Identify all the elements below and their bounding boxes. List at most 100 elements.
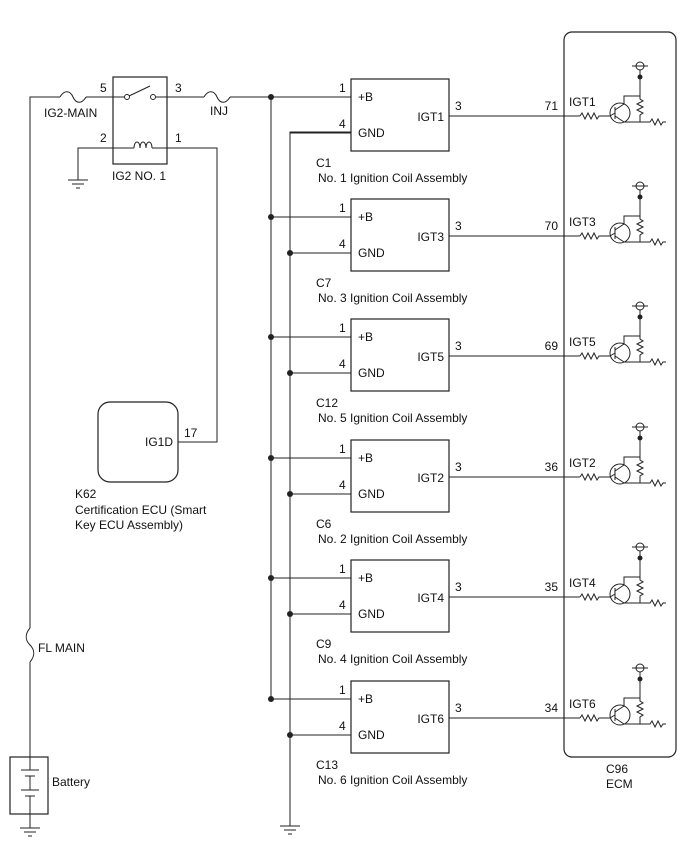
coil-pin-igt: 3 <box>455 339 462 353</box>
coil-pin-plus-b: 1 <box>339 81 346 95</box>
cert-ecu-name-1: Certification ECU (Smart <box>75 503 207 517</box>
cert-ecu-name-2: Key ECU Assembly) <box>75 518 183 532</box>
coil-pin-igt: 3 <box>455 99 462 113</box>
ecm-pin-number: 71 <box>545 99 559 113</box>
ecm-output-resistor-icon <box>639 357 666 367</box>
coil-pin-igt: 3 <box>455 219 462 233</box>
coil-pin-gnd: 4 <box>339 357 346 371</box>
coil-name: No. 3 Ignition Coil Assembly <box>318 291 467 305</box>
relay-pin-1: 1 <box>175 131 182 145</box>
coil-terminal-igt: IGT6 <box>417 712 444 726</box>
ecm-pullup-resistor-icon <box>635 577 645 601</box>
battery-icon <box>9 756 49 815</box>
junction-node <box>287 732 293 738</box>
coil-terminal-igt: IGT2 <box>417 471 444 485</box>
coil-box <box>350 559 450 633</box>
ecm-terminal-label: IGT6 <box>569 697 596 711</box>
junction-node <box>268 696 274 702</box>
coil-code: C7 <box>316 276 332 290</box>
junction-node <box>287 611 293 617</box>
coil-pin-gnd: 4 <box>339 598 346 612</box>
inj-fuse-icon <box>203 91 231 103</box>
cert-ecu-code: K62 <box>75 487 97 501</box>
ecm-pin-number: 36 <box>545 460 559 474</box>
ecm-pin-number: 69 <box>545 339 559 353</box>
coil-box <box>350 78 450 152</box>
ig2-relay <box>112 76 168 165</box>
ig1d-wire <box>167 147 218 443</box>
coil-name: No. 4 Ignition Coil Assembly <box>318 652 467 666</box>
coil-pin-igt: 3 <box>455 460 462 474</box>
power-supply-section: FL MAIN IG2-MAIN 5 Battery IG2 NO. <box>9 76 271 837</box>
relay-pin-3: 3 <box>175 81 182 95</box>
coil-terminal-plus-b: +B <box>358 571 373 585</box>
fl-main-fuse-icon <box>25 627 35 663</box>
coil-name: No. 1 Ignition Coil Assembly <box>318 171 467 185</box>
coil-terminal-igt: IGT5 <box>417 350 444 364</box>
coil-name: No. 5 Ignition Coil Assembly <box>318 411 467 425</box>
ecm-pullup-resistor-icon <box>635 96 645 120</box>
coil-name: No. 6 Ignition Coil Assembly <box>318 773 467 787</box>
ecm-terminal-label: IGT1 <box>569 95 596 109</box>
ecm-output-resistor-icon <box>639 117 666 127</box>
ecm-output-resistor-icon <box>639 598 666 608</box>
junction-node <box>268 575 274 581</box>
ecm-pullup-resistor-icon <box>635 698 645 722</box>
ecm-pullup-resistor-icon <box>635 336 645 360</box>
ecm-box <box>563 31 677 758</box>
relay-label: IG2 NO. 1 <box>112 169 166 183</box>
coil-pin-gnd: 4 <box>339 478 346 492</box>
main-feed-wire <box>29 96 60 757</box>
coil-code: C13 <box>316 758 338 772</box>
junction-node <box>268 334 274 340</box>
gnd-bus-ground-icon <box>280 825 300 835</box>
junction-node <box>268 455 274 461</box>
coil-pin-plus-b: 1 <box>339 562 346 576</box>
coil-terminal-plus-b: +B <box>358 692 373 706</box>
coil-terminal-gnd: GND <box>358 728 385 742</box>
coil-box <box>350 439 450 513</box>
cert-ecu-terminal: IG1D <box>145 435 173 449</box>
ecm-terminal-label: IGT5 <box>569 335 596 349</box>
ecm-input-resistor-icon <box>579 351 610 361</box>
coil-terminal-gnd: GND <box>358 366 385 380</box>
coil-terminal-igt: IGT3 <box>417 230 444 244</box>
coil-terminal-plus-b: +B <box>358 90 373 104</box>
ecm-output-resistor-icon <box>639 719 666 729</box>
coil-pin-plus-b: 1 <box>339 683 346 697</box>
coil-box <box>350 198 450 272</box>
relay-coil-icon <box>133 141 153 149</box>
coil-box <box>350 680 450 754</box>
ecm-code: C96 <box>606 762 628 776</box>
coil-terminal-gnd: GND <box>358 607 385 621</box>
ecm-pullup-resistor-icon <box>635 216 645 240</box>
ecm-pullup-resistor-icon <box>635 457 645 481</box>
coil-terminal-plus-b: +B <box>358 210 373 224</box>
junction-node <box>287 250 293 256</box>
inj-fuse-label: INJ <box>210 104 228 118</box>
relay-pin-5: 5 <box>100 81 107 95</box>
junction-node <box>287 370 293 376</box>
coil-pin-igt: 3 <box>455 701 462 715</box>
coil-code: C12 <box>316 396 338 410</box>
ecm-transistor-icon <box>609 583 631 605</box>
ecm-transistor-icon <box>609 342 631 364</box>
ecm-section: C96 ECM <box>563 31 677 791</box>
coil-pin-igt: 3 <box>455 580 462 594</box>
ecm-input-resistor-icon <box>579 231 610 241</box>
ecm-terminal-label: IGT4 <box>569 576 596 590</box>
ecm-transistor-icon <box>609 463 631 485</box>
ecm-output-resistor-icon <box>639 478 666 488</box>
fl-main-fuse-label: FL MAIN <box>38 641 85 655</box>
bus-section <box>270 97 300 835</box>
ecm-output-resistor-icon <box>639 237 666 247</box>
coil-code: C1 <box>316 156 332 170</box>
coil-terminal-gnd: GND <box>358 487 385 501</box>
ig2-main-fuse-label: IG2-MAIN <box>44 106 97 120</box>
